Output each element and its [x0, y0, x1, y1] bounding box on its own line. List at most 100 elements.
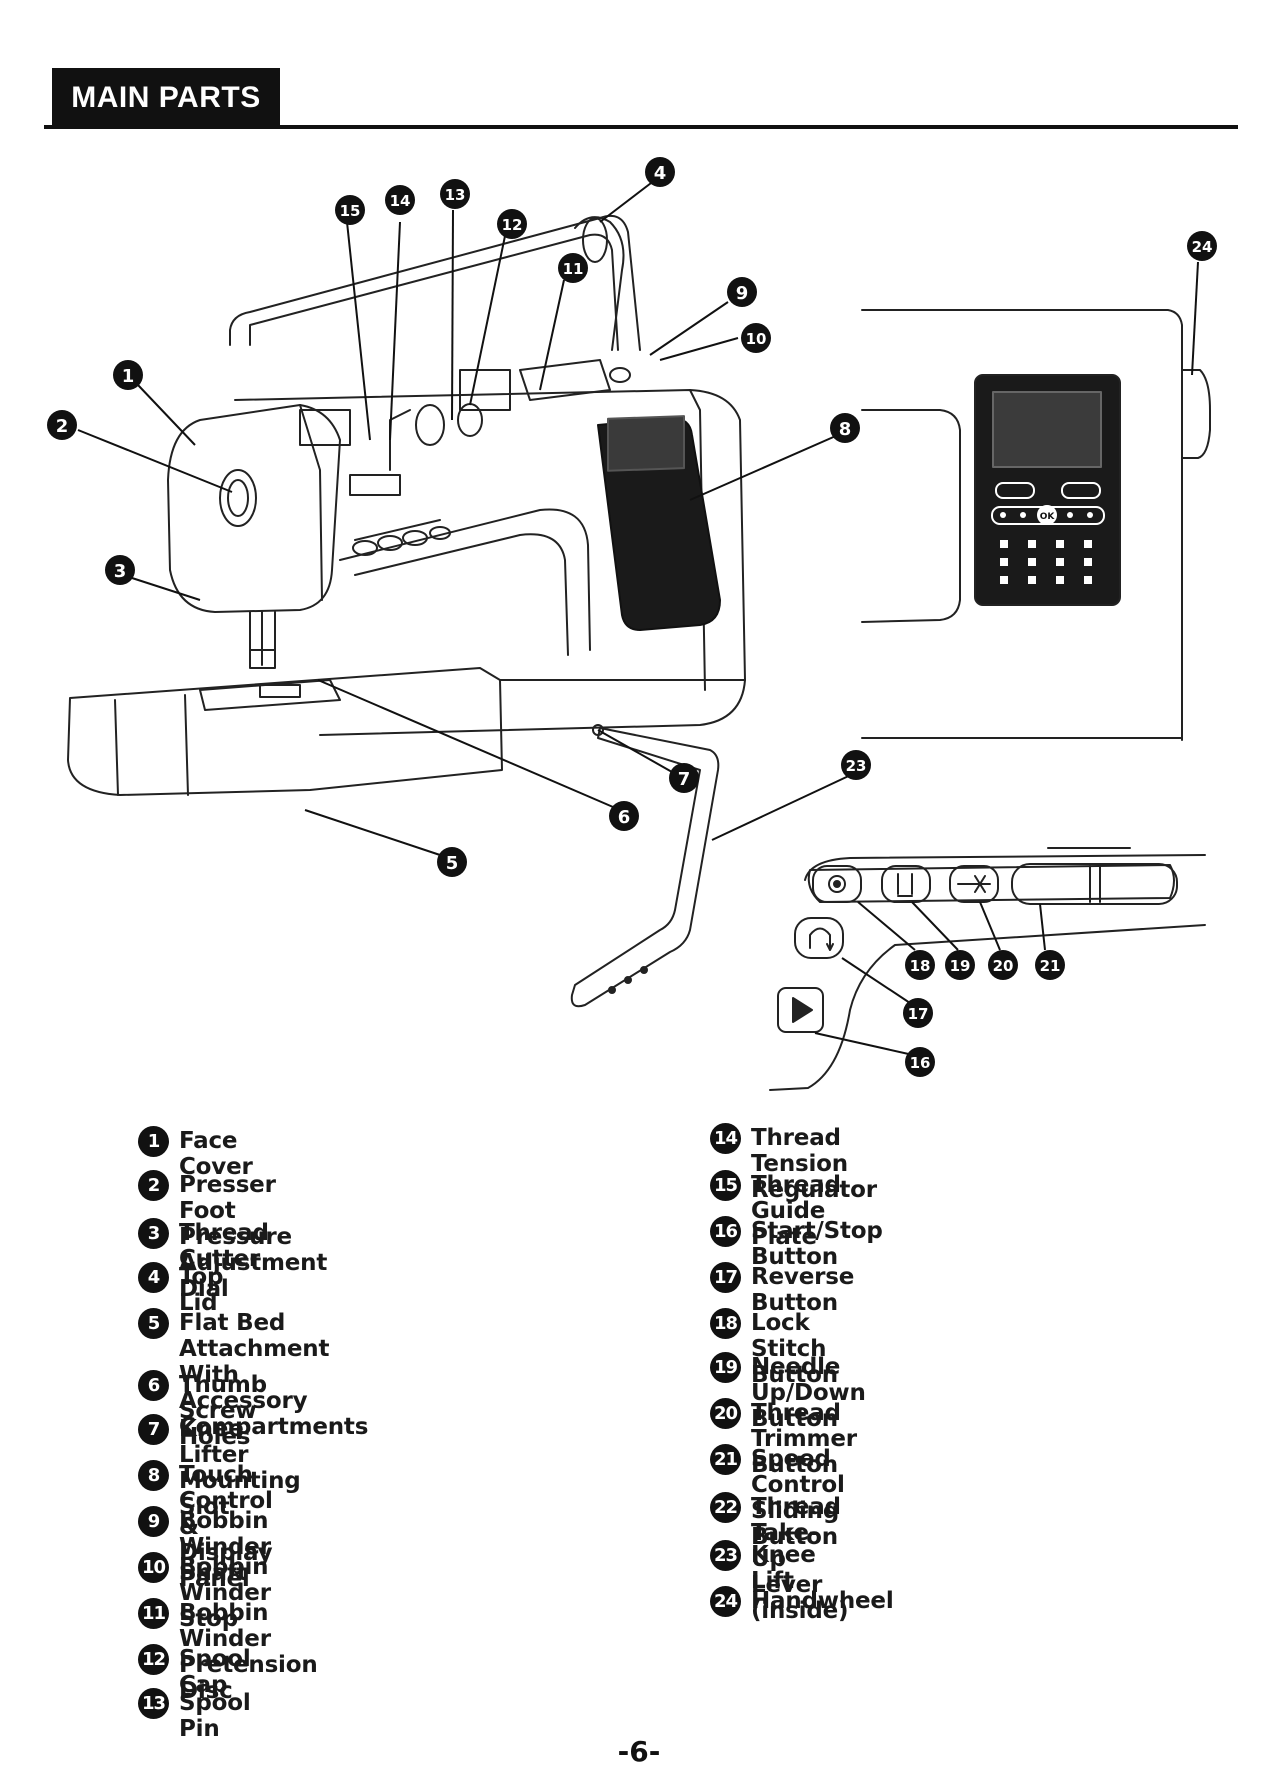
svg-text:17: 17	[908, 1005, 929, 1023]
callout-4: 4	[645, 157, 675, 187]
svg-text:3: 3	[114, 561, 127, 582]
svg-text:16: 16	[910, 1054, 931, 1072]
svg-text:12: 12	[502, 216, 523, 234]
svg-text:7: 7	[678, 769, 691, 790]
callout-13: 13	[440, 179, 470, 209]
callout-10: 10	[741, 323, 771, 353]
part-number-badge: 3	[138, 1218, 169, 1249]
callout-17: 17	[903, 998, 933, 1028]
part-number-badge: 1	[138, 1126, 169, 1157]
svg-text:5: 5	[446, 853, 459, 874]
callout-24: 24	[1187, 231, 1217, 261]
part-label: Knee Lift	[751, 1542, 816, 1594]
callout-23: 23	[841, 750, 871, 780]
part-label: Face Cover	[179, 1128, 253, 1180]
part-number-badge: 9	[138, 1506, 169, 1537]
callout-11: 11	[558, 253, 588, 283]
button-strip	[807, 864, 1175, 903]
part-number-badge: 15	[710, 1170, 741, 1201]
part-number-badge: 11	[138, 1598, 169, 1629]
part-item: 24 Handwheel	[710, 1586, 894, 1617]
part-item: 4 Top Lid	[138, 1262, 224, 1316]
callout-12: 12	[497, 209, 527, 239]
part-number-badge: 24	[710, 1586, 741, 1617]
callout-18: 18	[905, 950, 935, 980]
part-label: Flat Bed Attachment With Accessory Compa…	[179, 1310, 369, 1440]
section-title: MAIN PARTS	[52, 68, 280, 128]
part-label: Bobbin Winder Pretension Disc	[179, 1600, 318, 1704]
part-item: 23 Knee Lift	[710, 1540, 816, 1594]
part-item: 11 Bobbin Winder Pretension Disc	[138, 1598, 318, 1704]
callout-20: 20	[988, 950, 1018, 980]
part-number-badge: 4	[138, 1262, 169, 1293]
part-number-badge: 23	[710, 1540, 741, 1571]
part-number-badge: 21	[710, 1444, 741, 1475]
part-item: 5 Flat Bed Attachment With Accessory Comp…	[138, 1308, 369, 1440]
part-label: Thread Trimmer Button	[751, 1400, 857, 1478]
svg-text:1: 1	[122, 366, 135, 387]
part-label: Thumb Screw Holes	[179, 1372, 267, 1450]
sewing-machine-diagram: 1 2 3 4 5 6 7 8 9 10 11 12 13 14 15 16 1…	[47, 157, 1217, 1091]
callout-14: 14	[385, 185, 415, 215]
svg-text:20: 20	[993, 957, 1014, 975]
part-label: Top Lid	[179, 1264, 224, 1316]
panel-ok-label: OK	[1040, 512, 1056, 522]
callout-6: 6	[609, 801, 639, 831]
callout-16: 16	[905, 1047, 935, 1077]
part-label: Spool Cap	[179, 1646, 251, 1698]
svg-text:10: 10	[746, 330, 767, 348]
svg-text:14: 14	[390, 192, 411, 210]
svg-text:24: 24	[1192, 238, 1213, 256]
svg-text:15: 15	[340, 202, 361, 220]
part-number-badge: 5	[138, 1308, 169, 1339]
part-item: 14 Thread Tension Regulator	[710, 1123, 877, 1203]
part-item: 16 Start/Stop Button	[710, 1216, 883, 1270]
part-number-badge: 16	[710, 1216, 741, 1247]
svg-text:6: 6	[618, 807, 631, 828]
page-number: -6-	[617, 1735, 661, 1768]
callout-8: 8	[830, 413, 860, 443]
part-item: 9 Bobbin Winder Shaft	[138, 1506, 271, 1586]
callout-5: 5	[437, 847, 467, 877]
part-number-badge: 19	[710, 1352, 741, 1383]
part-label: Reverse Button	[751, 1264, 855, 1316]
callout-3: 3	[105, 555, 135, 585]
part-label: Needle Up/Down Button	[751, 1354, 866, 1432]
svg-text:11: 11	[563, 260, 584, 278]
svg-text:19: 19	[950, 957, 971, 975]
part-label: Thread Take-Up Lever (inside)	[751, 1494, 849, 1624]
part-label: Thread Cutter	[179, 1220, 269, 1272]
part-item: 3 Thread Cutter	[138, 1218, 269, 1272]
part-label: Knee Lifter Mounting Slot	[179, 1416, 301, 1520]
part-label: Bobbin Winder Shaft	[179, 1508, 271, 1586]
top-lid-outline	[229, 214, 641, 351]
part-label: Handwheel	[751, 1588, 894, 1614]
title-rule	[44, 125, 1238, 129]
part-number-badge: 10	[138, 1552, 169, 1583]
svg-text:4: 4	[654, 163, 667, 184]
svg-text:13: 13	[445, 186, 466, 204]
part-number-badge: 22	[710, 1492, 741, 1523]
callout-19: 19	[945, 950, 975, 980]
part-number-badge: 14	[710, 1123, 741, 1154]
callout-9: 9	[727, 277, 757, 307]
part-label: Thread Tension Regulator	[751, 1125, 877, 1203]
part-label: Spool Pin	[179, 1690, 251, 1742]
callout-15: 15	[335, 195, 365, 225]
part-label: Start/Stop Button	[751, 1218, 883, 1270]
svg-text:21: 21	[1040, 957, 1061, 975]
part-number-badge: 20	[710, 1398, 741, 1429]
svg-text:23: 23	[846, 757, 867, 775]
svg-text:8: 8	[839, 419, 852, 440]
part-label: Thread Guide Plate	[751, 1172, 841, 1250]
callout-2: 2	[47, 410, 77, 440]
